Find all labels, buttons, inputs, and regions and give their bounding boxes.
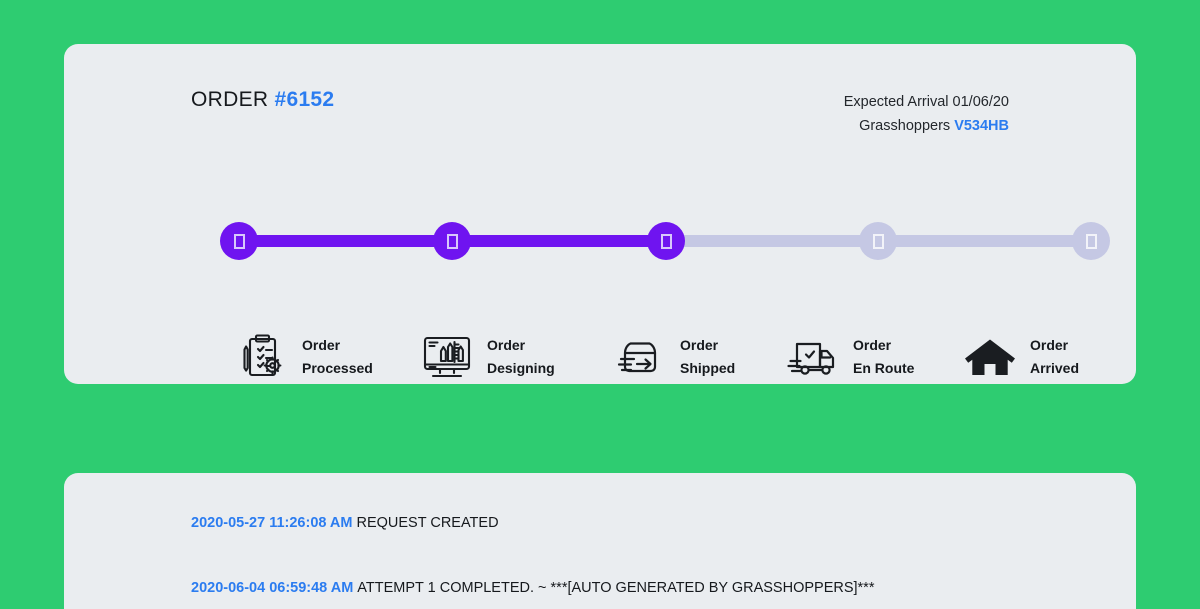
- progress-node-1[interactable]: [220, 222, 258, 260]
- step-order-designing[interactable]: Order Designing: [419, 322, 555, 392]
- clipboard-checklist-gear-icon: [234, 329, 290, 385]
- missing-glyph-box-icon: [872, 233, 884, 249]
- expected-arrival: Expected Arrival 01/06/20: [843, 94, 1009, 110]
- step-order-shipped[interactable]: Order Shipped: [612, 322, 735, 392]
- missing-glyph-box-icon: [233, 233, 245, 249]
- log-message: ATTEMPT 1 COMPLETED. ~ ***[AUTO GENERATE…: [357, 580, 875, 596]
- delivery-truck-check-icon: [785, 329, 841, 385]
- missing-glyph-box-icon: [1085, 233, 1097, 249]
- progress-node-5[interactable]: [1072, 222, 1110, 260]
- step-order-processed[interactable]: Order Processed: [234, 322, 373, 392]
- order-label: ORDER: [191, 88, 269, 111]
- log-message: REQUEST CREATED: [356, 515, 499, 531]
- step-order-en-route[interactable]: Order En Route: [785, 322, 914, 392]
- step-label: Order En Route: [853, 337, 915, 376]
- log-timestamp: 2020-05-27 11:26:08 AM: [191, 515, 353, 531]
- missing-glyph-box-icon: [660, 233, 672, 249]
- step-order-arrived[interactable]: Order Arrived: [962, 322, 1079, 392]
- order-meta: Expected Arrival 01/06/20 Grasshoppers V…: [844, 90, 1009, 138]
- missing-glyph-box-icon: [446, 233, 458, 249]
- order-header: ORDER #6152 Expected Arrival 01/06/20 Gr…: [64, 84, 1136, 154]
- order-tracking-card: ORDER #6152 Expected Arrival 01/06/20 Gr…: [64, 44, 1136, 384]
- step-label: Order Arrived: [1030, 337, 1080, 376]
- carrier-code: V534HB: [954, 118, 1009, 134]
- step-label: Order Shipped: [680, 337, 736, 376]
- progress-node-4[interactable]: [859, 222, 897, 260]
- page-title: ORDER #6152: [191, 88, 334, 112]
- step-legend: Order Processed Order Designing: [220, 322, 1110, 392]
- log-timestamp: 2020-06-04 06:59:48 AM: [191, 580, 354, 596]
- carrier-label: Grasshoppers: [859, 118, 951, 134]
- house-icon: [962, 329, 1018, 385]
- box-arrow-icon: [612, 329, 668, 385]
- step-label: Order Processed: [302, 337, 373, 376]
- monitor-design-tools-icon: [419, 329, 475, 385]
- progress-node-3[interactable]: [647, 222, 685, 260]
- progress-node-2[interactable]: [433, 222, 471, 260]
- step-label: Order Designing: [487, 337, 555, 376]
- progress-tracker: [220, 222, 1110, 260]
- carrier-line: Grasshoppers V534HB: [844, 114, 1009, 138]
- order-number: #6152: [274, 88, 335, 111]
